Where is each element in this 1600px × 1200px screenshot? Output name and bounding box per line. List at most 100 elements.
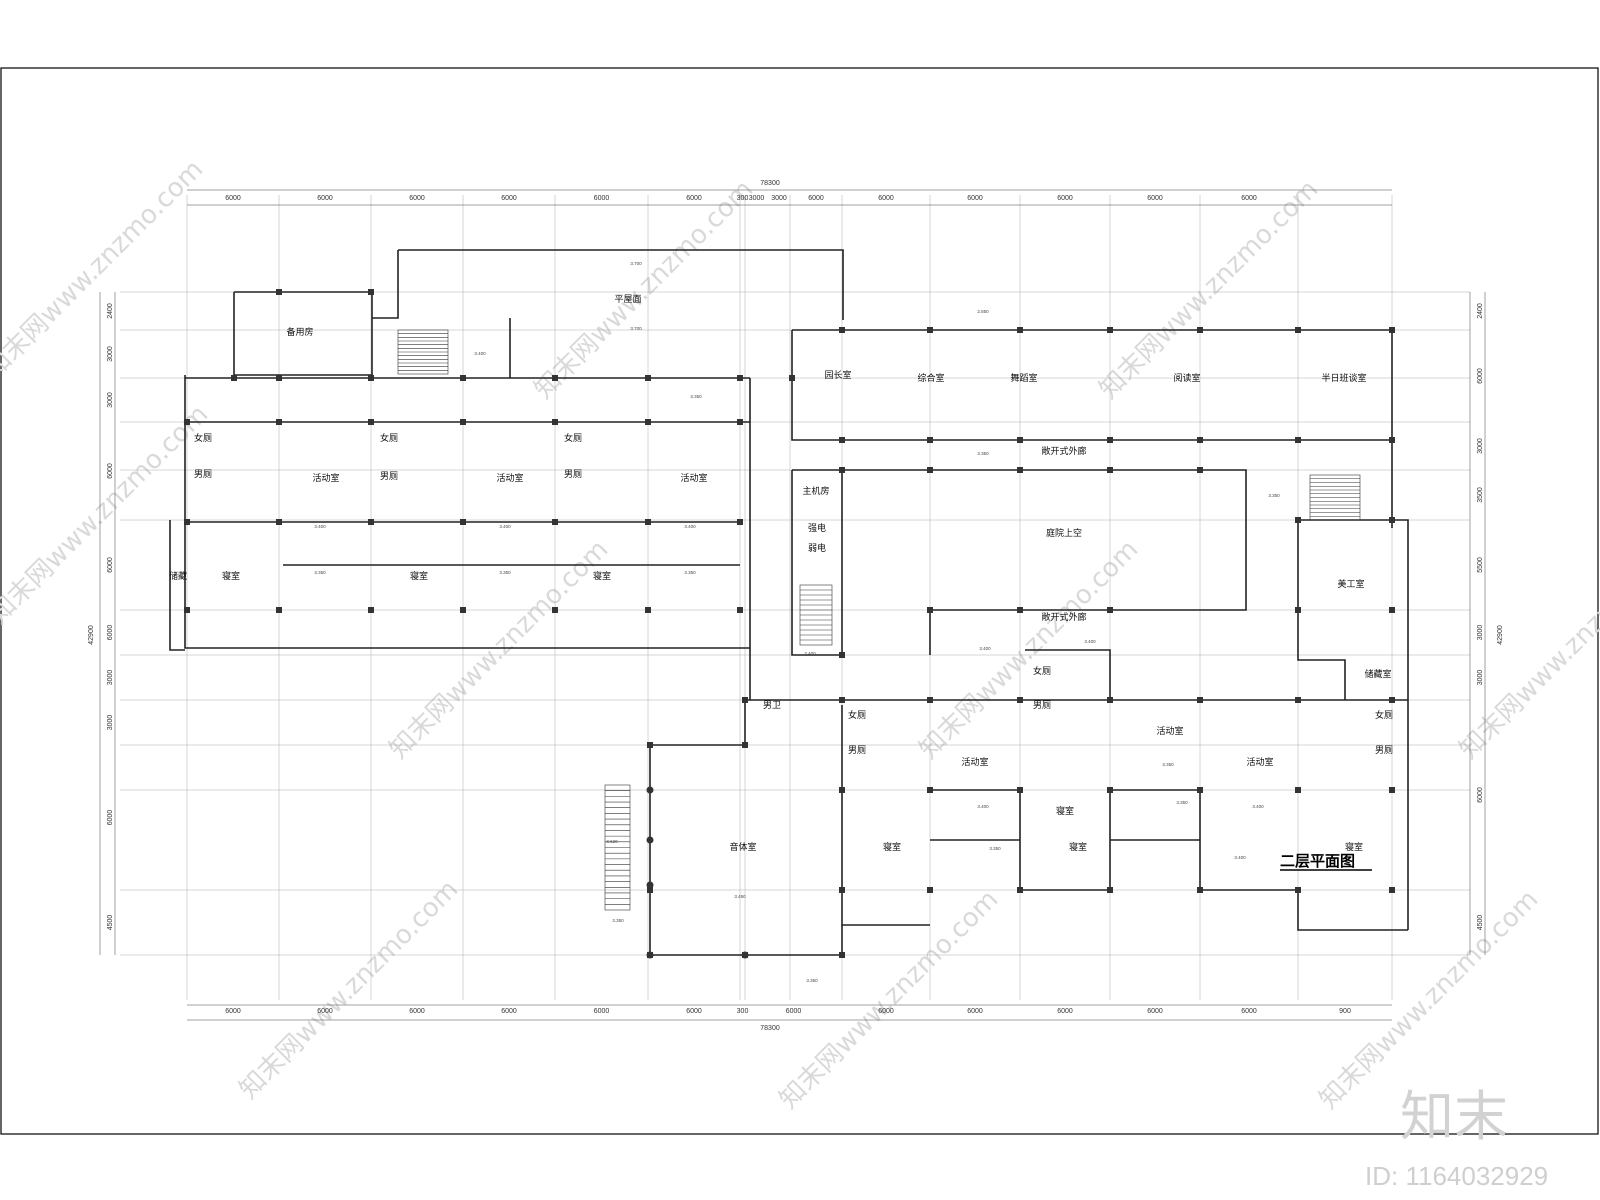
total-depth-left: 42900 [88, 625, 95, 645]
level-mark: 3.700 [630, 261, 642, 266]
room-label: 活动室 [496, 472, 523, 484]
dimension-bottom: 6000 [409, 1008, 425, 1015]
level-mark: 3.400 [1234, 855, 1246, 860]
room-label: 储藏 [169, 570, 187, 582]
wall-flat-roof [398, 249, 844, 320]
watermark-logo: 知末 [1400, 1085, 1508, 1148]
column [1389, 697, 1395, 703]
column [1017, 327, 1023, 333]
level-mark: 3.350 [314, 570, 326, 575]
column [1017, 887, 1023, 893]
column [645, 375, 651, 381]
watermark-layer: 知末网www.znzmo.com 知末网www.znzmo.com 知末网www… [0, 154, 1600, 1191]
room-label: 敞开式外廊 [1041, 445, 1086, 457]
column [460, 375, 466, 381]
room-label: 阅读室 [1173, 372, 1200, 384]
dimension-top: 6000 [878, 195, 894, 202]
watermark-text: 知末网www.znzmo.com [0, 154, 209, 385]
column [1107, 787, 1113, 793]
room-label: 美工室 [1337, 578, 1364, 590]
column [742, 697, 748, 703]
room-label: 活动室 [961, 756, 988, 768]
column [1197, 327, 1203, 333]
total-depth-right: 42900 [1497, 625, 1504, 645]
level-mark: 3.350 [690, 394, 702, 399]
room-label: 女厕 [848, 709, 866, 721]
dimension-top: 3000 [771, 195, 787, 202]
column [368, 375, 374, 381]
column [1389, 787, 1395, 793]
column [1295, 697, 1301, 703]
column [839, 437, 845, 443]
column [1295, 517, 1301, 523]
dimension-right: 5500 [1477, 557, 1484, 573]
column [1017, 607, 1023, 613]
room-label: 男厕 [380, 471, 398, 482]
column [645, 607, 651, 613]
room-label: 舞蹈室 [1010, 372, 1037, 384]
room-label: 男厕 [564, 469, 582, 480]
wall-equipment-rooms [791, 470, 843, 656]
dimension-top: 6000 [1147, 195, 1163, 202]
watermark-text: 知末网www.znzmo.com [0, 399, 214, 630]
level-mark: 3.400 [1252, 804, 1264, 809]
column [1197, 467, 1203, 473]
wall-courtyard [792, 469, 1247, 655]
column [368, 607, 374, 613]
column [1017, 787, 1023, 793]
dimension-bottom: 6000 [1241, 1008, 1257, 1015]
round-column [646, 951, 654, 959]
room-label: 综合室 [917, 372, 944, 384]
column [927, 787, 933, 793]
column [645, 419, 651, 425]
wall-bedroom-east [1200, 889, 1408, 931]
room-label: 活动室 [1156, 725, 1183, 737]
dimension-left: 3000 [107, 670, 114, 686]
watermark-text: 知末网www.znzmo.com [1454, 534, 1600, 765]
wall-storage-left [169, 520, 185, 651]
room-label: 平屋面 [614, 294, 641, 305]
dimension-top: 6000 [686, 195, 702, 202]
dimension-top: 6000 [594, 195, 610, 202]
column [460, 607, 466, 613]
round-column [646, 881, 654, 889]
dimension-right: 3500 [1477, 487, 1484, 503]
wall-left-wing-outline [184, 375, 750, 649]
level-mark: 3.620 [606, 839, 618, 844]
dimension-bottom: 6000 [878, 1008, 894, 1015]
round-column [646, 836, 654, 844]
stairs [397, 329, 1361, 911]
level-mark: 3.400 [684, 524, 696, 529]
room-label: 寝室 [883, 841, 901, 853]
column [789, 375, 795, 381]
column [1107, 697, 1113, 703]
level-mark: 3.350 [499, 570, 511, 575]
dimension-top: 6000 [225, 195, 241, 202]
total-width-bottom: 78300 [760, 1025, 780, 1032]
column [1017, 467, 1023, 473]
column [552, 419, 558, 425]
level-mark: 3.400 [979, 646, 991, 651]
wall-flat-roof-left [372, 250, 399, 319]
level-mark: 3.350 [612, 918, 624, 923]
room-label: 弱电 [808, 542, 826, 554]
room-label: 园长室 [824, 369, 851, 381]
column [276, 419, 282, 425]
wall-toilet-block [1025, 649, 1111, 700]
column [1197, 697, 1203, 703]
level-mark: 3.400 [474, 351, 486, 356]
dimension-bottom: 6000 [786, 1008, 802, 1015]
level-mark: 3.400 [499, 524, 511, 529]
column [1107, 327, 1113, 333]
column [276, 519, 282, 525]
drawing-border [0, 67, 1599, 1135]
dimension-left: 3000 [107, 346, 114, 362]
column [276, 607, 282, 613]
room-label: 敞开式外廊 [1041, 611, 1086, 623]
round-column [646, 786, 654, 794]
column [184, 607, 190, 613]
level-mark: 3.350 [684, 570, 696, 575]
column [927, 437, 933, 443]
